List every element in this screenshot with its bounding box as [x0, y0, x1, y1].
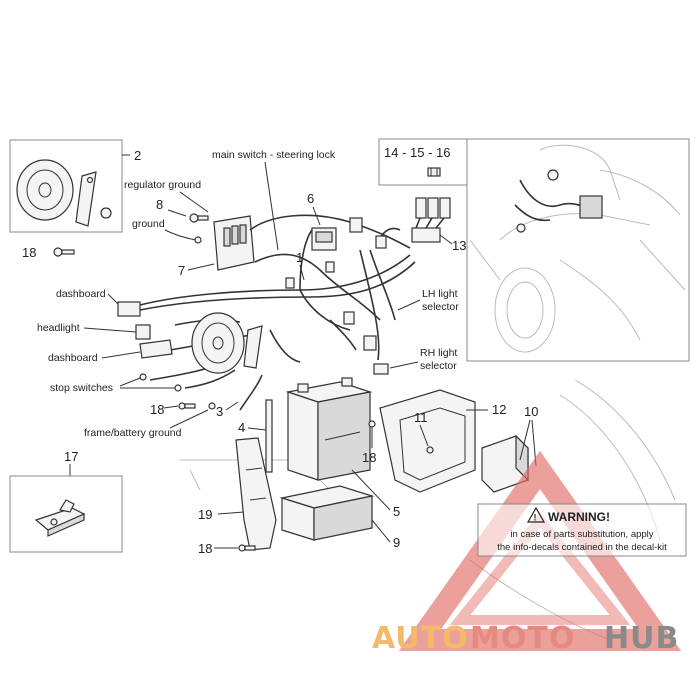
dashboard-connector-1	[117, 301, 141, 317]
number-17: 17	[64, 449, 78, 464]
dashboard-connector-2	[139, 339, 173, 359]
label-regulator-ground: regulator ground	[124, 179, 201, 191]
label-stop-switches: stop switches	[50, 382, 113, 394]
screw-18-left: 18	[22, 245, 75, 260]
warning-box: ! WARNING! in case of parts substitution…	[477, 503, 687, 557]
headlight-connector	[135, 324, 151, 340]
watermark-text: AUTO MOTO HUB	[372, 621, 679, 656]
warning-title: WARNING!	[548, 510, 610, 524]
label-main-switch: main switch - steering lock	[212, 149, 336, 161]
inset-horn: 2	[9, 139, 141, 233]
label-lh-selector: selector	[422, 301, 459, 313]
relay	[311, 227, 337, 251]
number-9: 9	[393, 535, 400, 550]
label-frame-battery-ground: frame/battery ground	[84, 427, 182, 439]
battery-tray	[279, 485, 375, 541]
number-18: 18	[198, 541, 212, 556]
inset-clip-17	[9, 475, 123, 553]
watermark-auto: AUTO	[372, 621, 469, 656]
wiring-harness	[139, 214, 416, 389]
battery-housing	[379, 389, 476, 493]
regulator	[213, 215, 255, 271]
label-ground: ground	[132, 218, 165, 230]
label-dashboard-2: dashboard	[48, 352, 98, 364]
number-1: 1	[296, 250, 303, 265]
number-13: 13	[452, 238, 466, 253]
number-18: 18	[150, 402, 164, 417]
number-4: 4	[238, 420, 245, 435]
inset-scooter-overview	[466, 138, 690, 362]
number-10: 10	[524, 404, 538, 419]
inset-fuses: 14 - 15 - 16	[378, 138, 468, 186]
svg-text:!: !	[534, 513, 537, 523]
label-rh-light: RH light	[420, 347, 457, 359]
label-rh-selector: selector	[420, 360, 457, 372]
warning-line-2: the info-decals contained in the decal-k…	[497, 542, 667, 553]
number-3: 3	[216, 404, 223, 419]
watermark-moto: MOTO	[470, 621, 575, 656]
horn	[191, 312, 263, 374]
electronic-module	[481, 434, 529, 493]
warning-icon	[526, 506, 546, 523]
connector-block-13	[411, 197, 451, 243]
label-headlight: headlight	[37, 322, 80, 334]
label-dashboard-1: dashboard	[56, 288, 106, 300]
number-18: 18	[362, 450, 376, 465]
warning-line-1: in case of parts substitution, apply	[510, 529, 653, 540]
number-12: 12	[492, 402, 506, 417]
number-11: 11	[414, 410, 428, 425]
label-lh-light: LH light	[422, 288, 458, 300]
battery	[285, 377, 373, 481]
battery-strap	[265, 399, 273, 473]
number-6: 6	[307, 191, 314, 206]
number-2: 2	[134, 148, 141, 163]
side-bracket	[235, 437, 277, 551]
number-18: 18	[22, 245, 36, 260]
watermark-hub: HUB	[604, 621, 679, 656]
number-8: 8	[156, 197, 163, 212]
number-19: 19	[198, 507, 212, 522]
number-7: 7	[178, 263, 185, 278]
number-5: 5	[393, 504, 400, 519]
number-14-15-16: 14 - 15 - 16	[384, 145, 451, 160]
